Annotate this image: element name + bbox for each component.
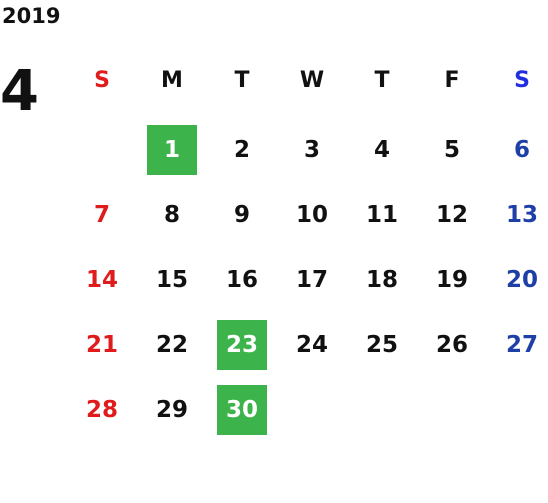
day-cell[interactable]: 6 — [513, 137, 530, 163]
day-cell[interactable]: 18 — [365, 267, 398, 293]
day-cell[interactable]: 12 — [435, 202, 468, 228]
day-cell[interactable]: 21 — [85, 332, 118, 358]
day-cell[interactable]: 29 — [155, 397, 188, 423]
weekday-header: S — [94, 67, 110, 93]
weekday-header: M — [161, 67, 183, 93]
day-cell[interactable]: 25 — [365, 332, 398, 358]
day-cell[interactable]: 27 — [505, 332, 538, 358]
highlighted-day-cell[interactable]: 30 — [217, 385, 267, 435]
day-cell[interactable]: 16 — [225, 267, 258, 293]
day-cell[interactable]: 19 — [435, 267, 468, 293]
day-cell[interactable]: 15 — [155, 267, 188, 293]
weekday-header: W — [299, 67, 325, 93]
year-label: 2019 — [2, 4, 61, 28]
day-cell[interactable]: 14 — [85, 267, 118, 293]
weekday-header: F — [444, 67, 460, 93]
month-label: 4 — [0, 59, 39, 124]
day-cell[interactable]: 5 — [443, 137, 460, 163]
day-cell[interactable]: 11 — [365, 202, 398, 228]
day-cell[interactable]: 24 — [295, 332, 328, 358]
day-cell[interactable]: 13 — [505, 202, 538, 228]
day-cell[interactable]: 3 — [303, 137, 320, 163]
day-cell[interactable]: 28 — [85, 397, 118, 423]
highlighted-day-cell[interactable]: 1 — [147, 125, 197, 175]
day-cell[interactable]: 8 — [163, 202, 180, 228]
day-cell[interactable]: 2 — [233, 137, 250, 163]
weekday-header: S — [514, 67, 530, 93]
highlighted-day-cell[interactable]: 23 — [217, 320, 267, 370]
day-cell[interactable]: 4 — [373, 137, 390, 163]
day-cell[interactable]: 10 — [295, 202, 328, 228]
day-cell[interactable]: 20 — [505, 267, 538, 293]
day-cell[interactable]: 26 — [435, 332, 468, 358]
weekday-header: T — [374, 67, 390, 93]
day-cell[interactable]: 9 — [233, 202, 250, 228]
day-cell[interactable]: 17 — [295, 267, 328, 293]
day-cell[interactable]: 22 — [155, 332, 188, 358]
weekday-header: T — [234, 67, 250, 93]
day-cell[interactable]: 7 — [93, 202, 110, 228]
